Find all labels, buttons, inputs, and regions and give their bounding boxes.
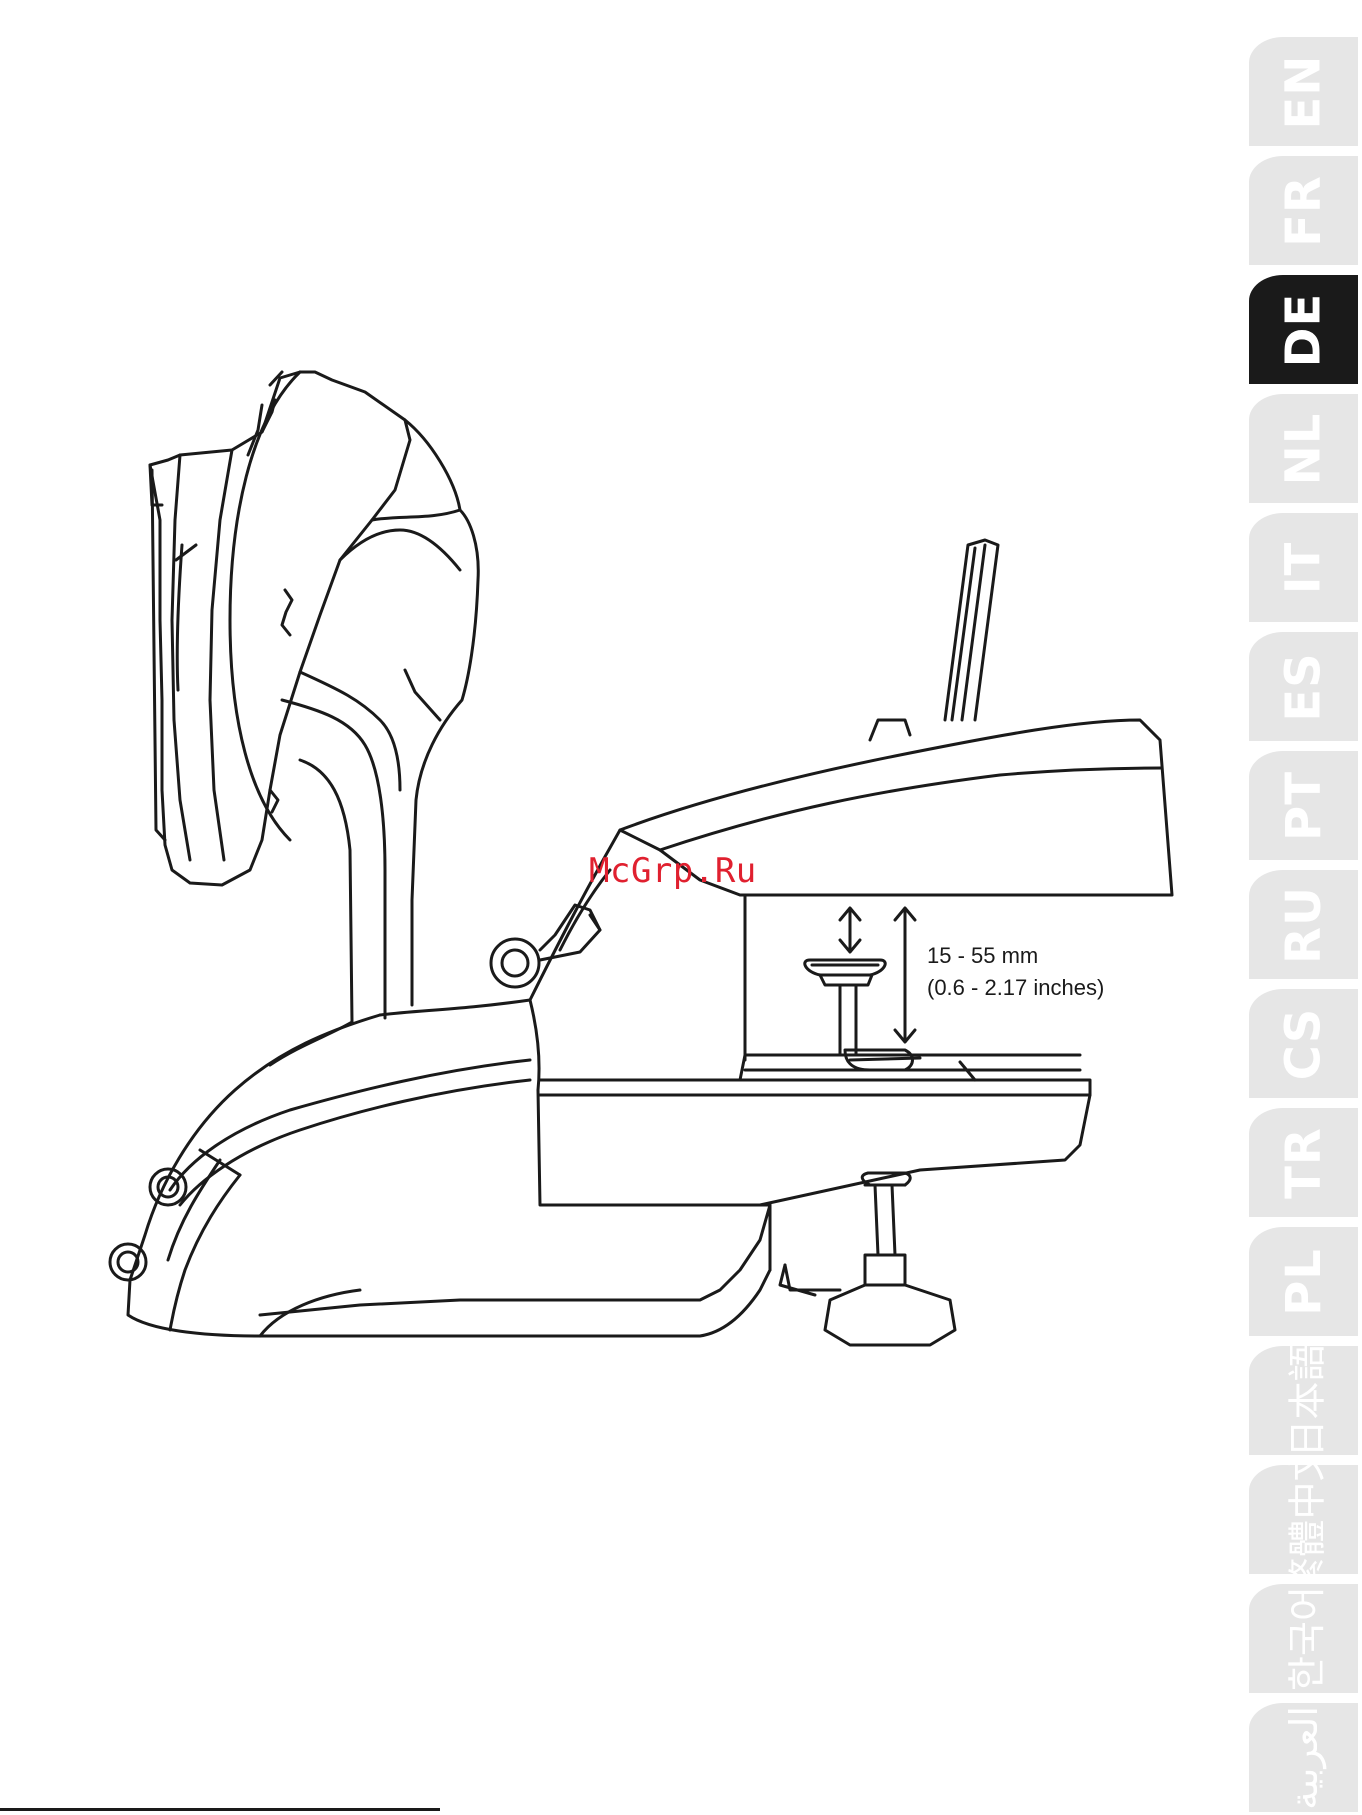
lang-tab-it[interactable]: IT [1249, 513, 1358, 622]
lang-tab-cs[interactable]: CS [1249, 989, 1358, 1098]
language-tabs: EN FR DE NL IT ES PT RU CS TR PL 日本語 繁體中… [1249, 37, 1362, 1815]
lang-tab-label: RU [1276, 886, 1332, 964]
measurement-label: 15 - 55 mm (0.6 - 2.17 inches) [927, 940, 1104, 1004]
lang-tab-ar[interactable]: العربية [1249, 1703, 1358, 1812]
lang-tab-en[interactable]: EN [1249, 37, 1358, 146]
lang-tab-label: 한국어 [1276, 1586, 1331, 1691]
lang-tab-label: DE [1275, 292, 1331, 367]
lang-tab-label: 繁體中文 [1276, 1465, 1331, 1574]
measurement-imperial: (0.6 - 2.17 inches) [927, 972, 1104, 1004]
footer-rule [0, 1808, 440, 1811]
lang-tab-label: TR [1275, 1127, 1331, 1199]
lang-tab-pl[interactable]: PL [1249, 1227, 1358, 1336]
lang-tab-label: ES [1275, 652, 1331, 721]
measurement-metric: 15 - 55 mm [927, 940, 1104, 972]
joystick-grip [150, 372, 410, 885]
lang-tab-tr[interactable]: TR [1249, 1108, 1358, 1217]
lang-tab-nl[interactable]: NL [1249, 394, 1358, 503]
lang-tab-label: CS [1276, 1007, 1332, 1080]
lang-tab-label: 日本語 [1276, 1346, 1331, 1455]
lang-tab-es[interactable]: ES [1249, 632, 1358, 741]
lang-tab-ru[interactable]: RU [1249, 870, 1358, 979]
lang-tab-de[interactable]: DE [1249, 275, 1358, 384]
lang-tab-label: FR [1276, 175, 1332, 247]
throttle-lever [945, 540, 998, 720]
lang-tab-label: العربية [1281, 1706, 1325, 1810]
lang-tab-fr[interactable]: FR [1249, 156, 1358, 265]
lang-tab-label: PT [1275, 771, 1331, 841]
watermark: McGrp.Ru [589, 851, 757, 891]
lang-tab-label: NL [1275, 412, 1331, 485]
lang-tab-zh[interactable]: 繁體中文 [1249, 1465, 1358, 1574]
lang-tab-label: IT [1275, 541, 1331, 594]
lang-tab-label: EN [1276, 54, 1332, 129]
lang-tab-pt[interactable]: PT [1249, 751, 1358, 860]
lang-tab-label: PL [1275, 1248, 1331, 1316]
joystick-base [128, 1000, 770, 1336]
lang-tab-ja[interactable]: 日本語 [1249, 1346, 1358, 1455]
lang-tab-ko[interactable]: 한국어 [1249, 1584, 1358, 1693]
clamp-screw-lower [780, 1173, 955, 1345]
